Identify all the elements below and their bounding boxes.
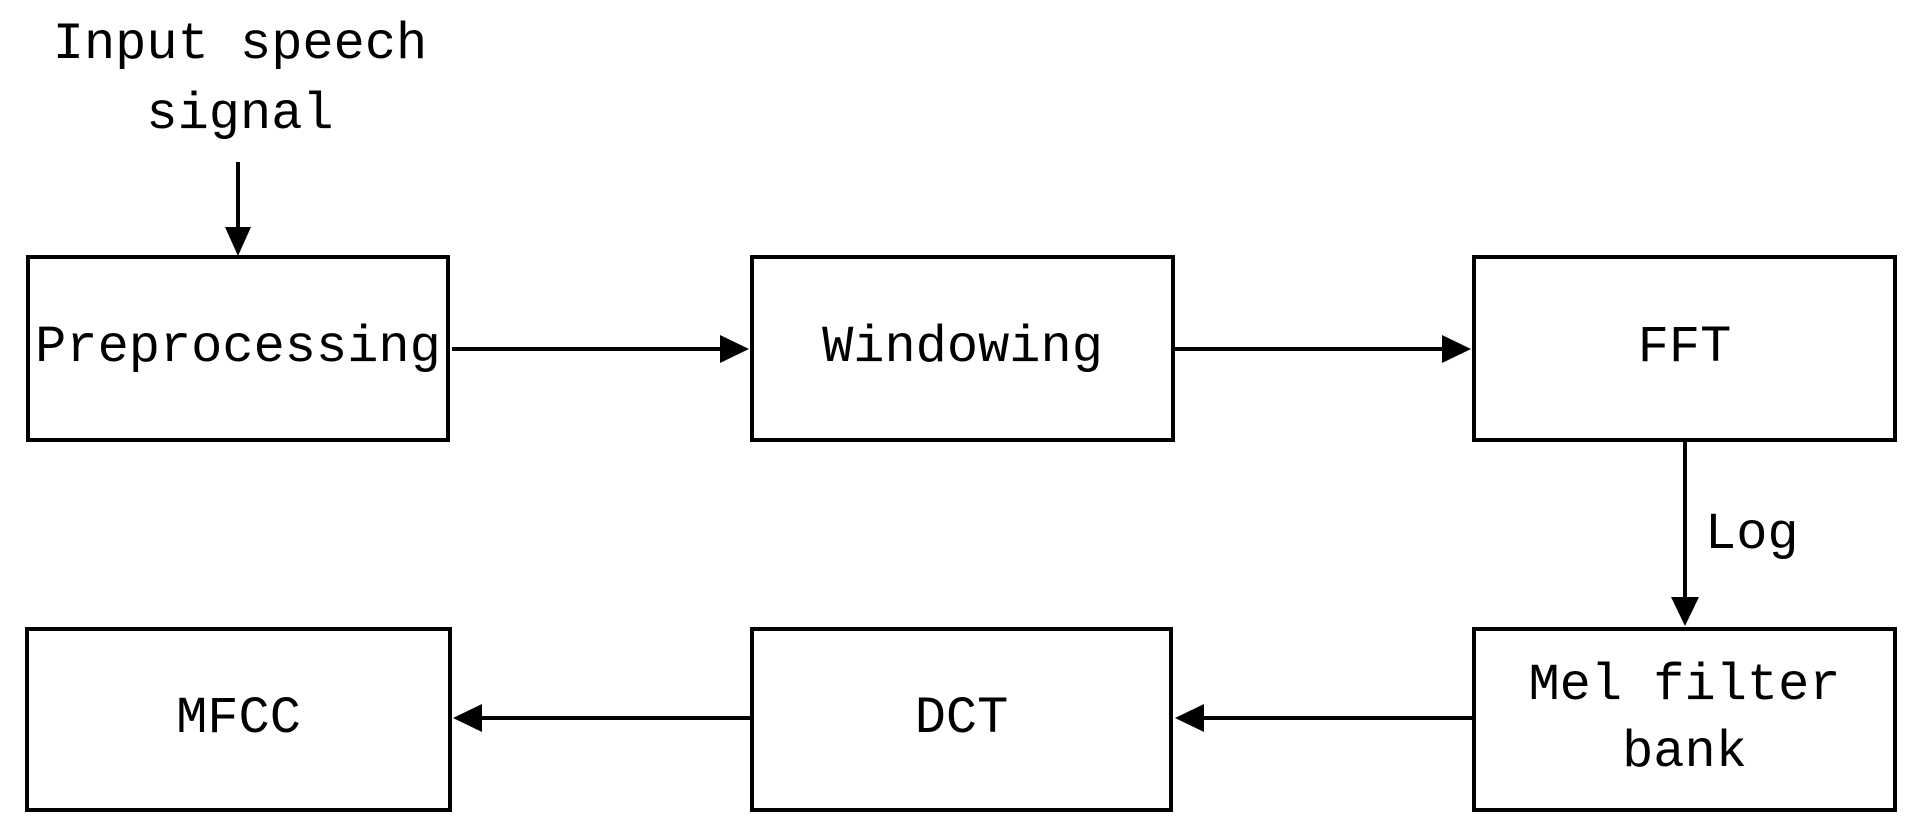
node-mel-filter-bank-label: Mel filter bank: [1528, 655, 1841, 782]
node-windowing-label: Windowing: [822, 318, 1103, 378]
node-preprocessing: Preprocessing: [26, 255, 450, 442]
node-mfcc-label: MFCC: [176, 689, 301, 749]
node-dct-label: DCT: [914, 689, 1009, 749]
arrowhead-windowing-to-fft: [1442, 335, 1471, 363]
node-windowing: Windowing: [750, 255, 1175, 442]
arrowhead-fft-to-mel: [1671, 597, 1699, 626]
node-dct: DCT: [750, 627, 1173, 812]
node-preprocessing-label: Preprocessing: [35, 318, 441, 378]
log-edge-label: Log: [1705, 505, 1799, 564]
input-speech-signal-label: Input speech signal: [52, 15, 428, 145]
arrowhead-mel-to-dct: [1175, 704, 1204, 732]
arrowhead-input-to-preprocessing: [225, 227, 251, 256]
arrowhead-dct-to-mfcc: [453, 704, 482, 732]
arrowhead-preprocessing-to-windowing: [720, 335, 749, 363]
node-mel-filter-bank: Mel filter bank: [1472, 627, 1897, 812]
node-fft-label: FFT: [1637, 318, 1732, 378]
node-fft: FFT: [1472, 255, 1897, 442]
node-mfcc: MFCC: [25, 627, 452, 812]
